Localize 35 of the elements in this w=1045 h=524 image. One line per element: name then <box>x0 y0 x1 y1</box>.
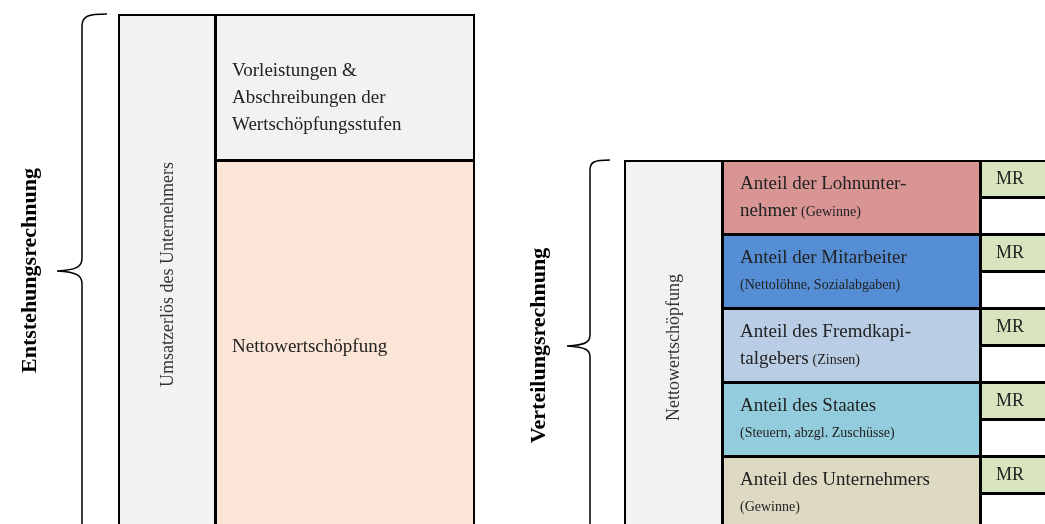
column-label: Nettowertschöpfung <box>662 273 684 421</box>
share-label: Anteil der Mitarbeiter (Nettolöhne, Sozialabgaben) <box>740 245 908 294</box>
share-label: Anteil der Lohnunter- nehmer (Gewinne) <box>740 171 908 222</box>
mr-cell <box>980 234 1045 272</box>
empty-cell <box>980 197 1045 235</box>
mr-cell <box>980 456 1045 494</box>
mr-label: MR <box>996 167 1024 190</box>
share-label: Anteil des Staates (Steuern, abzgl. Zuschüsse) <box>740 393 896 442</box>
mr-label: MR <box>996 241 1024 264</box>
box-label: Nettowertschöpfung <box>232 335 388 356</box>
section-heading: Entstehungsrechnung <box>14 167 42 373</box>
value-box <box>215 160 475 524</box>
share-box <box>722 382 981 457</box>
share-box <box>722 160 981 235</box>
share-box <box>722 308 981 383</box>
column-box <box>624 160 723 524</box>
mr-label: MR <box>996 389 1024 412</box>
share-label: Anteil des Fremdkapi- talgebers (Zinsen) <box>740 319 912 370</box>
mr-label: MR <box>996 463 1024 486</box>
share-box <box>722 456 981 524</box>
mr-cell <box>980 160 1045 198</box>
cost-box <box>215 14 475 161</box>
empty-cell <box>980 271 1045 309</box>
mr-cell <box>980 308 1045 346</box>
mr-cell <box>980 382 1045 420</box>
share-label: Anteil des Unternehmers (Gewinne) <box>740 467 931 516</box>
share-box <box>722 234 981 309</box>
box-label: Vorleistungen & Abschreibungen der Wertschöpfungsstufen <box>232 58 403 136</box>
section-heading: Verteilungsrechnung <box>524 247 552 443</box>
column-label: Umsatzerlös des Unternehmers <box>155 161 178 387</box>
mr-label: MR <box>996 315 1024 338</box>
empty-cell <box>980 493 1045 524</box>
empty-cell <box>980 345 1045 383</box>
column-box <box>118 14 216 524</box>
empty-cell <box>980 419 1045 457</box>
